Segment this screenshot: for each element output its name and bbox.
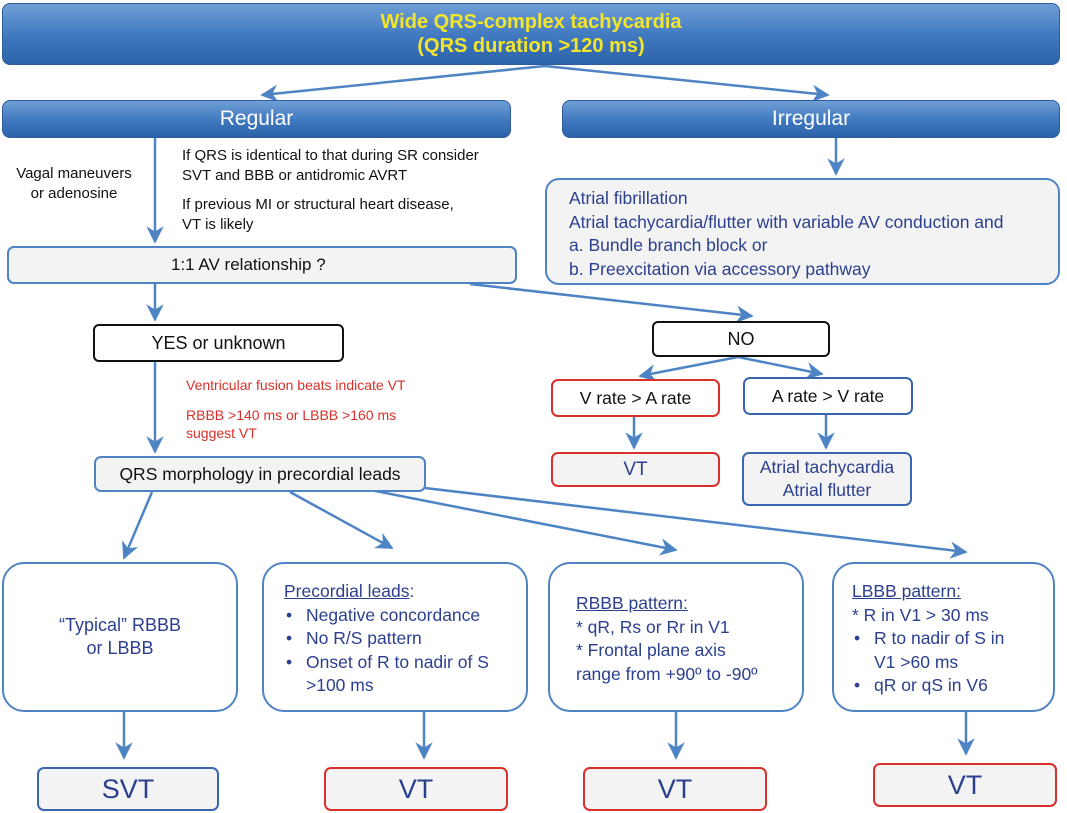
vt-result-label-3: VT — [947, 769, 983, 800]
vt-result-label-2: VT — [657, 773, 693, 804]
typical-bbb-box: “Typical” RBBB or LBBB — [2, 562, 238, 712]
sr-note-line-1: If QRS is identical to that during SR co… — [182, 147, 479, 164]
no-box: NO — [652, 321, 830, 357]
vt-result-box-3: VT — [873, 763, 1057, 807]
lbbb-list: R to nadir of S in V1 >60 ms qR or qS in… — [852, 627, 1053, 698]
lbbb-item-2: qR or qS in V6 — [852, 674, 1053, 698]
irregular-detail-box: Atrial fibrillation Atrial tachycardia/f… — [545, 178, 1060, 285]
bbb-duration-line-1: RBBB >140 ms or LBBB >160 ms — [186, 407, 397, 423]
rbbb-heading: RBBB pattern: — [576, 593, 688, 613]
vt-result-box-1: VT — [324, 767, 508, 811]
qrs-morphology-label: QRS morphology in precordial leads — [119, 463, 401, 484]
lbbb-item-1-text: R to nadir of S in — [874, 628, 1005, 648]
regular-label: Regular — [219, 107, 294, 130]
mi-note: If previous MI or structural heart disea… — [182, 195, 454, 235]
arrow-qrs-to-rbbb — [369, 488, 678, 556]
lbbb-heading: LBBB pattern: — [852, 581, 961, 601]
no-label: NO — [727, 328, 755, 349]
regular-box: Regular — [2, 100, 511, 138]
irregular-label: Irregular — [771, 107, 851, 130]
mi-note-line-2: VT is likely — [182, 216, 254, 233]
arrow-title-to-irregular — [544, 64, 830, 103]
arrow-no-to-arate — [737, 355, 824, 380]
lbbb-star-line: * R in V1 > 30 ms — [852, 604, 989, 625]
qrs-morphology-box: QRS morphology in precordial leads — [94, 456, 426, 492]
precordial-list: Negative concordance No R/S pattern Onse… — [284, 604, 526, 675]
atrial-result-line-1: Atrial tachycardia — [759, 457, 895, 477]
lbbb-box: LBBB pattern: * R in V1 > 30 ms R to nad… — [832, 562, 1055, 712]
av-relationship-box: 1:1 AV relationship ? — [7, 246, 517, 284]
yes-unknown-label: YES or unknown — [151, 332, 286, 353]
precordial-heading-text: Precordial leads — [284, 581, 410, 601]
irregular-line-4: b. Preexcitation via accessory pathway — [569, 258, 871, 279]
irregular-line-1: Atrial fibrillation — [569, 188, 688, 208]
v-rate-box: V rate > A rate — [551, 379, 720, 417]
arrow-no-to-vrate — [638, 355, 739, 382]
lbbb-item-1: R to nadir of S in V1 >60 ms — [852, 627, 1053, 674]
fusion-note: Ventricular fusion beats indicate VT — [186, 376, 405, 394]
arrow-title-to-regular — [260, 64, 546, 103]
irregular-line-2: Atrial tachycardia/flutter with variable… — [569, 211, 1004, 232]
arrow-qrs-to-lbbb — [424, 486, 968, 559]
precordial-heading: Precordial leads: — [284, 580, 526, 604]
a-rate-label: A rate > V rate — [771, 385, 885, 406]
precordial-item-3: Onset of R to nadir of S — [284, 651, 526, 675]
precordial-box: Precordial leads: Negative concordance N… — [262, 562, 528, 712]
vt-result-label-1: VT — [398, 773, 434, 804]
bbb-duration-note: RBBB >140 ms or LBBB >160 ms suggest VT — [186, 406, 396, 442]
arrow-qrs-to-typical — [122, 491, 154, 560]
precordial-item-1: Negative concordance — [284, 604, 526, 628]
rbbb-box: RBBB pattern: * qR, Rs or Rr in V1 * Fro… — [548, 562, 804, 712]
sr-note: If QRS is identical to that during SR co… — [182, 146, 479, 186]
yes-unknown-box: YES or unknown — [93, 324, 344, 362]
precordial-item-2: No R/S pattern — [284, 627, 526, 651]
vt-small-label: VT — [623, 458, 648, 480]
typical-bbb-line-1: “Typical” RBBB — [58, 615, 182, 635]
irregular-box: Irregular — [562, 100, 1060, 138]
vt-result-box-2: VT — [583, 767, 767, 811]
vt-small-box: VT — [551, 452, 720, 487]
bbb-duration-line-2: suggest VT — [186, 425, 257, 441]
title-line-2: (QRS duration >120 ms) — [417, 35, 645, 57]
title-box: Wide QRS-complex tachycardia (QRS durati… — [2, 3, 1060, 65]
typical-bbb-line-2: or LBBB — [86, 638, 154, 658]
precordial-heading-colon: : — [409, 581, 415, 601]
title-line-1: Wide QRS-complex tachycardia — [380, 11, 682, 33]
mi-note-line-1: If previous MI or structural heart disea… — [182, 196, 454, 213]
atrial-result-box: Atrial tachycardia Atrial flutter — [742, 452, 912, 506]
fusion-note-text: Ventricular fusion beats indicate VT — [186, 377, 406, 393]
a-rate-box: A rate > V rate — [743, 377, 913, 415]
arrow-qrs-to-precordial — [289, 490, 394, 550]
av-relationship-label: 1:1 AV relationship ? — [171, 255, 326, 274]
sr-note-line-2: SVT and BBB or antidromic AVRT — [182, 167, 408, 184]
rbbb-line-1: * qR, Rs or Rr in V1 — [576, 616, 730, 637]
arrow-av-to-no — [469, 282, 754, 323]
rbbb-line-2: * Frontal plane axis — [576, 640, 726, 660]
rbbb-line-3: range from +90º to -90º — [576, 663, 758, 684]
precordial-continuation: >100 ms — [306, 675, 374, 695]
vagal-note: Vagal maneuvers or adenosine — [10, 164, 138, 204]
atrial-result-line-2: Atrial flutter — [782, 480, 872, 500]
irregular-line-3: a. Bundle branch block or — [569, 235, 768, 255]
svt-result-box: SVT — [37, 767, 219, 811]
vagal-note-line-2: or adenosine — [30, 185, 118, 202]
lbbb-item-1-continuation: V1 >60 ms — [874, 651, 959, 672]
v-rate-label: V rate > A rate — [579, 387, 692, 408]
vagal-note-line-1: Vagal maneuvers — [16, 165, 132, 182]
svt-result-label: SVT — [101, 773, 155, 804]
